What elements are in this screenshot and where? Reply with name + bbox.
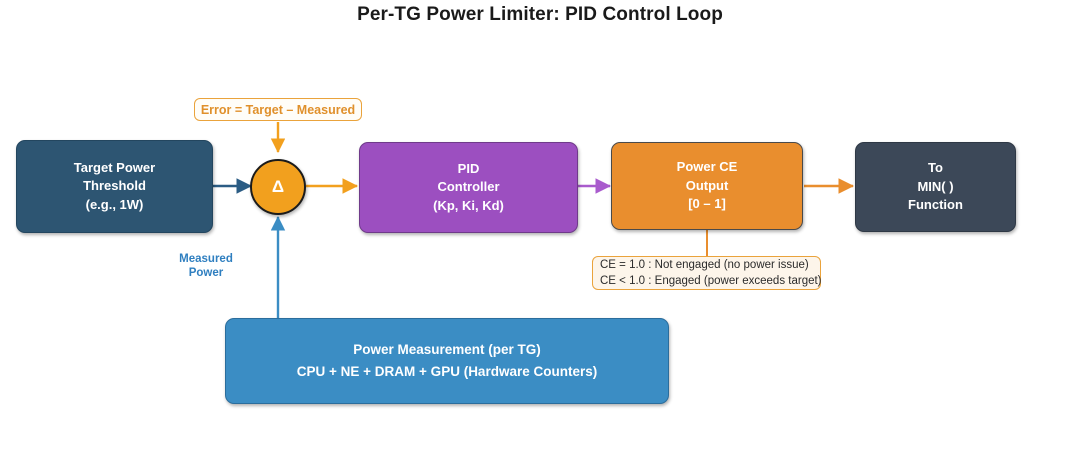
callout-ce-legend-line-1: CE = 1.0 : Not engaged (no power issue) [600,258,809,271]
node-target-line-1: Target Power [73,159,156,175]
callout-ce-legend: CE = 1.0 : Not engaged (no power issue) … [592,256,822,290]
node-target-line-3: (e.g., 1W) [85,196,144,212]
node-measurement-line-1: Power Measurement (per TG) [353,342,541,358]
node-power-ce-output[interactable]: Power CE Output [0 – 1] [611,142,803,230]
node-to-min-function[interactable]: To MIN( ) Function [855,142,1016,232]
node-pid-line-3: (Kp, Ki, Kd) [433,197,504,213]
node-pid-line-2: Controller [437,179,500,195]
node-target-power-threshold[interactable]: Target Power Threshold (e.g., 1W) [16,140,213,233]
node-measurement-line-2: CPU + NE + DRAM + GPU (Hardware Counters… [296,364,598,379]
label-measured-power: Measured Power [161,252,251,281]
callout-error-text: Error = Target – Measured [200,102,356,117]
page-title: Per-TG Power Limiter: PID Control Loop [357,4,723,25]
node-pid-controller[interactable]: PID Controller (Kp, Ki, Kd) [359,142,578,233]
node-ce-line-2: Output [685,177,729,193]
node-power-measurement[interactable]: Power Measurement (per TG) CPU + NE + DR… [225,318,669,404]
label-measured-power-line-2: Power [188,267,224,280]
label-measured-power-line-1: Measured [179,253,233,265]
node-min-line-3: Function [908,197,963,213]
node-min-line-2: MIN( ) [917,178,954,194]
callout-ce-legend-line-2: CE < 1.0 : Engaged (power exceeds target… [600,275,822,287]
callout-error-formula: Error = Target – Measured [194,98,362,121]
node-ce-line-1: Power CE [676,159,738,175]
node-pid-line-1: PID [457,160,480,176]
node-target-line-2: Threshold [83,178,146,194]
delta-symbol: Δ [271,177,285,196]
node-ce-line-3: [0 – 1] [688,196,726,212]
node-min-line-1: To [928,160,943,176]
node-delta-summing-junction[interactable]: Δ [250,159,306,215]
